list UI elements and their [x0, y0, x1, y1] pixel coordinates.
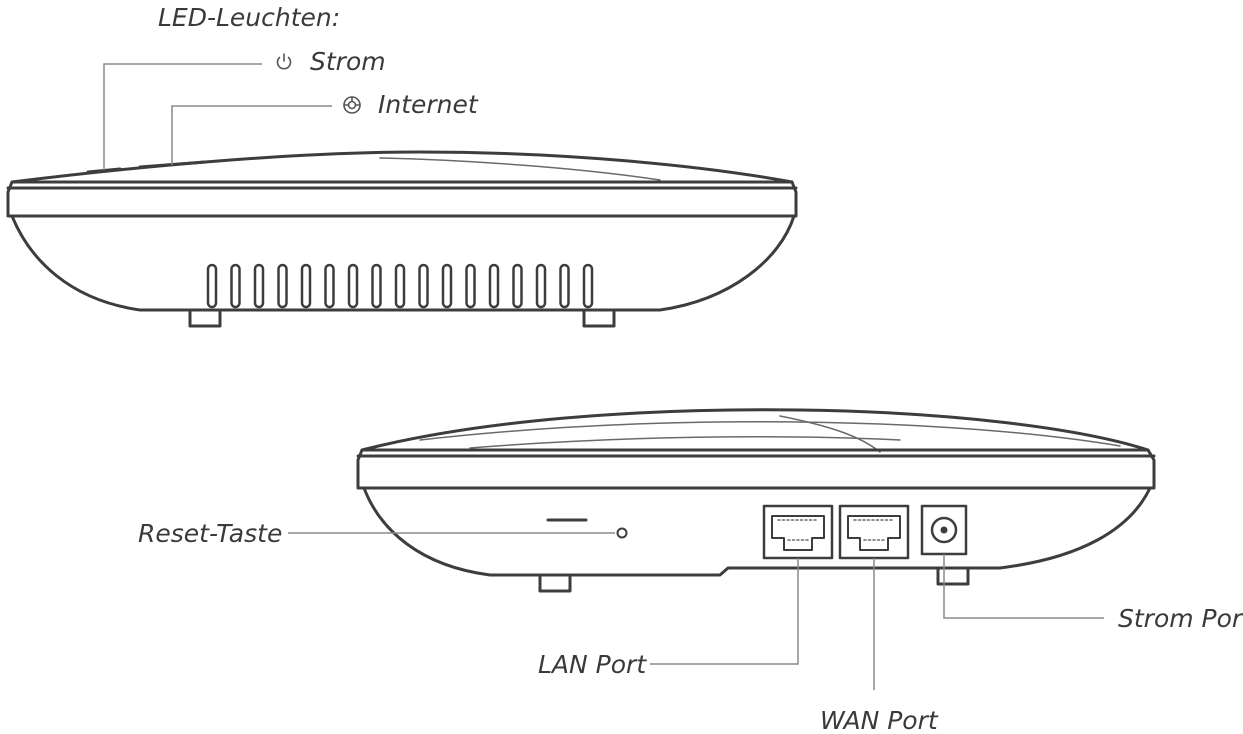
vent-slot — [206, 263, 218, 309]
vent-slot — [230, 263, 241, 309]
internet-led-label: Internet — [378, 90, 479, 119]
vent-slot — [582, 263, 594, 309]
vent-slot — [253, 263, 265, 309]
led-heading: LED-Leuchten: — [158, 3, 340, 32]
vent-slot — [488, 263, 500, 309]
lan-port-leader — [650, 558, 799, 665]
internet-led-leader — [171, 105, 332, 165]
vent-slot — [394, 263, 406, 309]
router-back-foot-left — [538, 573, 572, 593]
vent-slot — [371, 263, 382, 309]
vent-slot — [277, 263, 288, 309]
router-body — [10, 214, 796, 312]
wan-port-jack — [838, 504, 910, 560]
vent-slot — [300, 263, 312, 309]
power-port-label: Strom Port — [1118, 604, 1243, 633]
router-back-foot-right — [936, 566, 970, 586]
router-front-view — [6, 150, 798, 328]
vent-slot — [465, 263, 476, 309]
vent-slot — [441, 263, 453, 309]
power-led-label: Strom — [310, 47, 386, 76]
lan-port-label: LAN Port — [538, 650, 647, 679]
power-port-leader — [943, 554, 1104, 619]
vent-slot — [347, 263, 359, 309]
vent-slot — [535, 263, 547, 309]
reset-button — [616, 527, 628, 539]
router-back-rim — [356, 448, 1156, 490]
globe-icon — [343, 96, 361, 114]
vent-slot — [512, 263, 523, 309]
router-back-dome-line-1 — [419, 420, 1121, 447]
router-back-view — [356, 408, 1156, 593]
vent-slot — [324, 263, 335, 309]
router-back-dome-line-3 — [779, 415, 881, 453]
router-foot-left — [188, 308, 222, 328]
router-top-dome-line — [379, 157, 661, 181]
power-led-light — [86, 167, 122, 174]
router-top-dome — [10, 150, 794, 184]
power-led-leader — [103, 63, 262, 170]
vent-slot — [559, 263, 570, 309]
lan-port-jack — [762, 504, 834, 560]
vent-slots — [206, 263, 594, 309]
router-back-top-dome — [360, 408, 1150, 452]
vent-slot — [418, 263, 429, 309]
router-back-body — [362, 486, 1152, 577]
router-rim — [6, 180, 798, 218]
reset-button-label: Reset-Taste — [138, 519, 282, 548]
power-port-jack — [920, 504, 968, 556]
router-back-dome-line-2 — [469, 435, 901, 449]
router-foot-right — [582, 308, 616, 328]
wan-port-label: WAN Port — [820, 706, 939, 734]
power-icon — [276, 53, 292, 70]
